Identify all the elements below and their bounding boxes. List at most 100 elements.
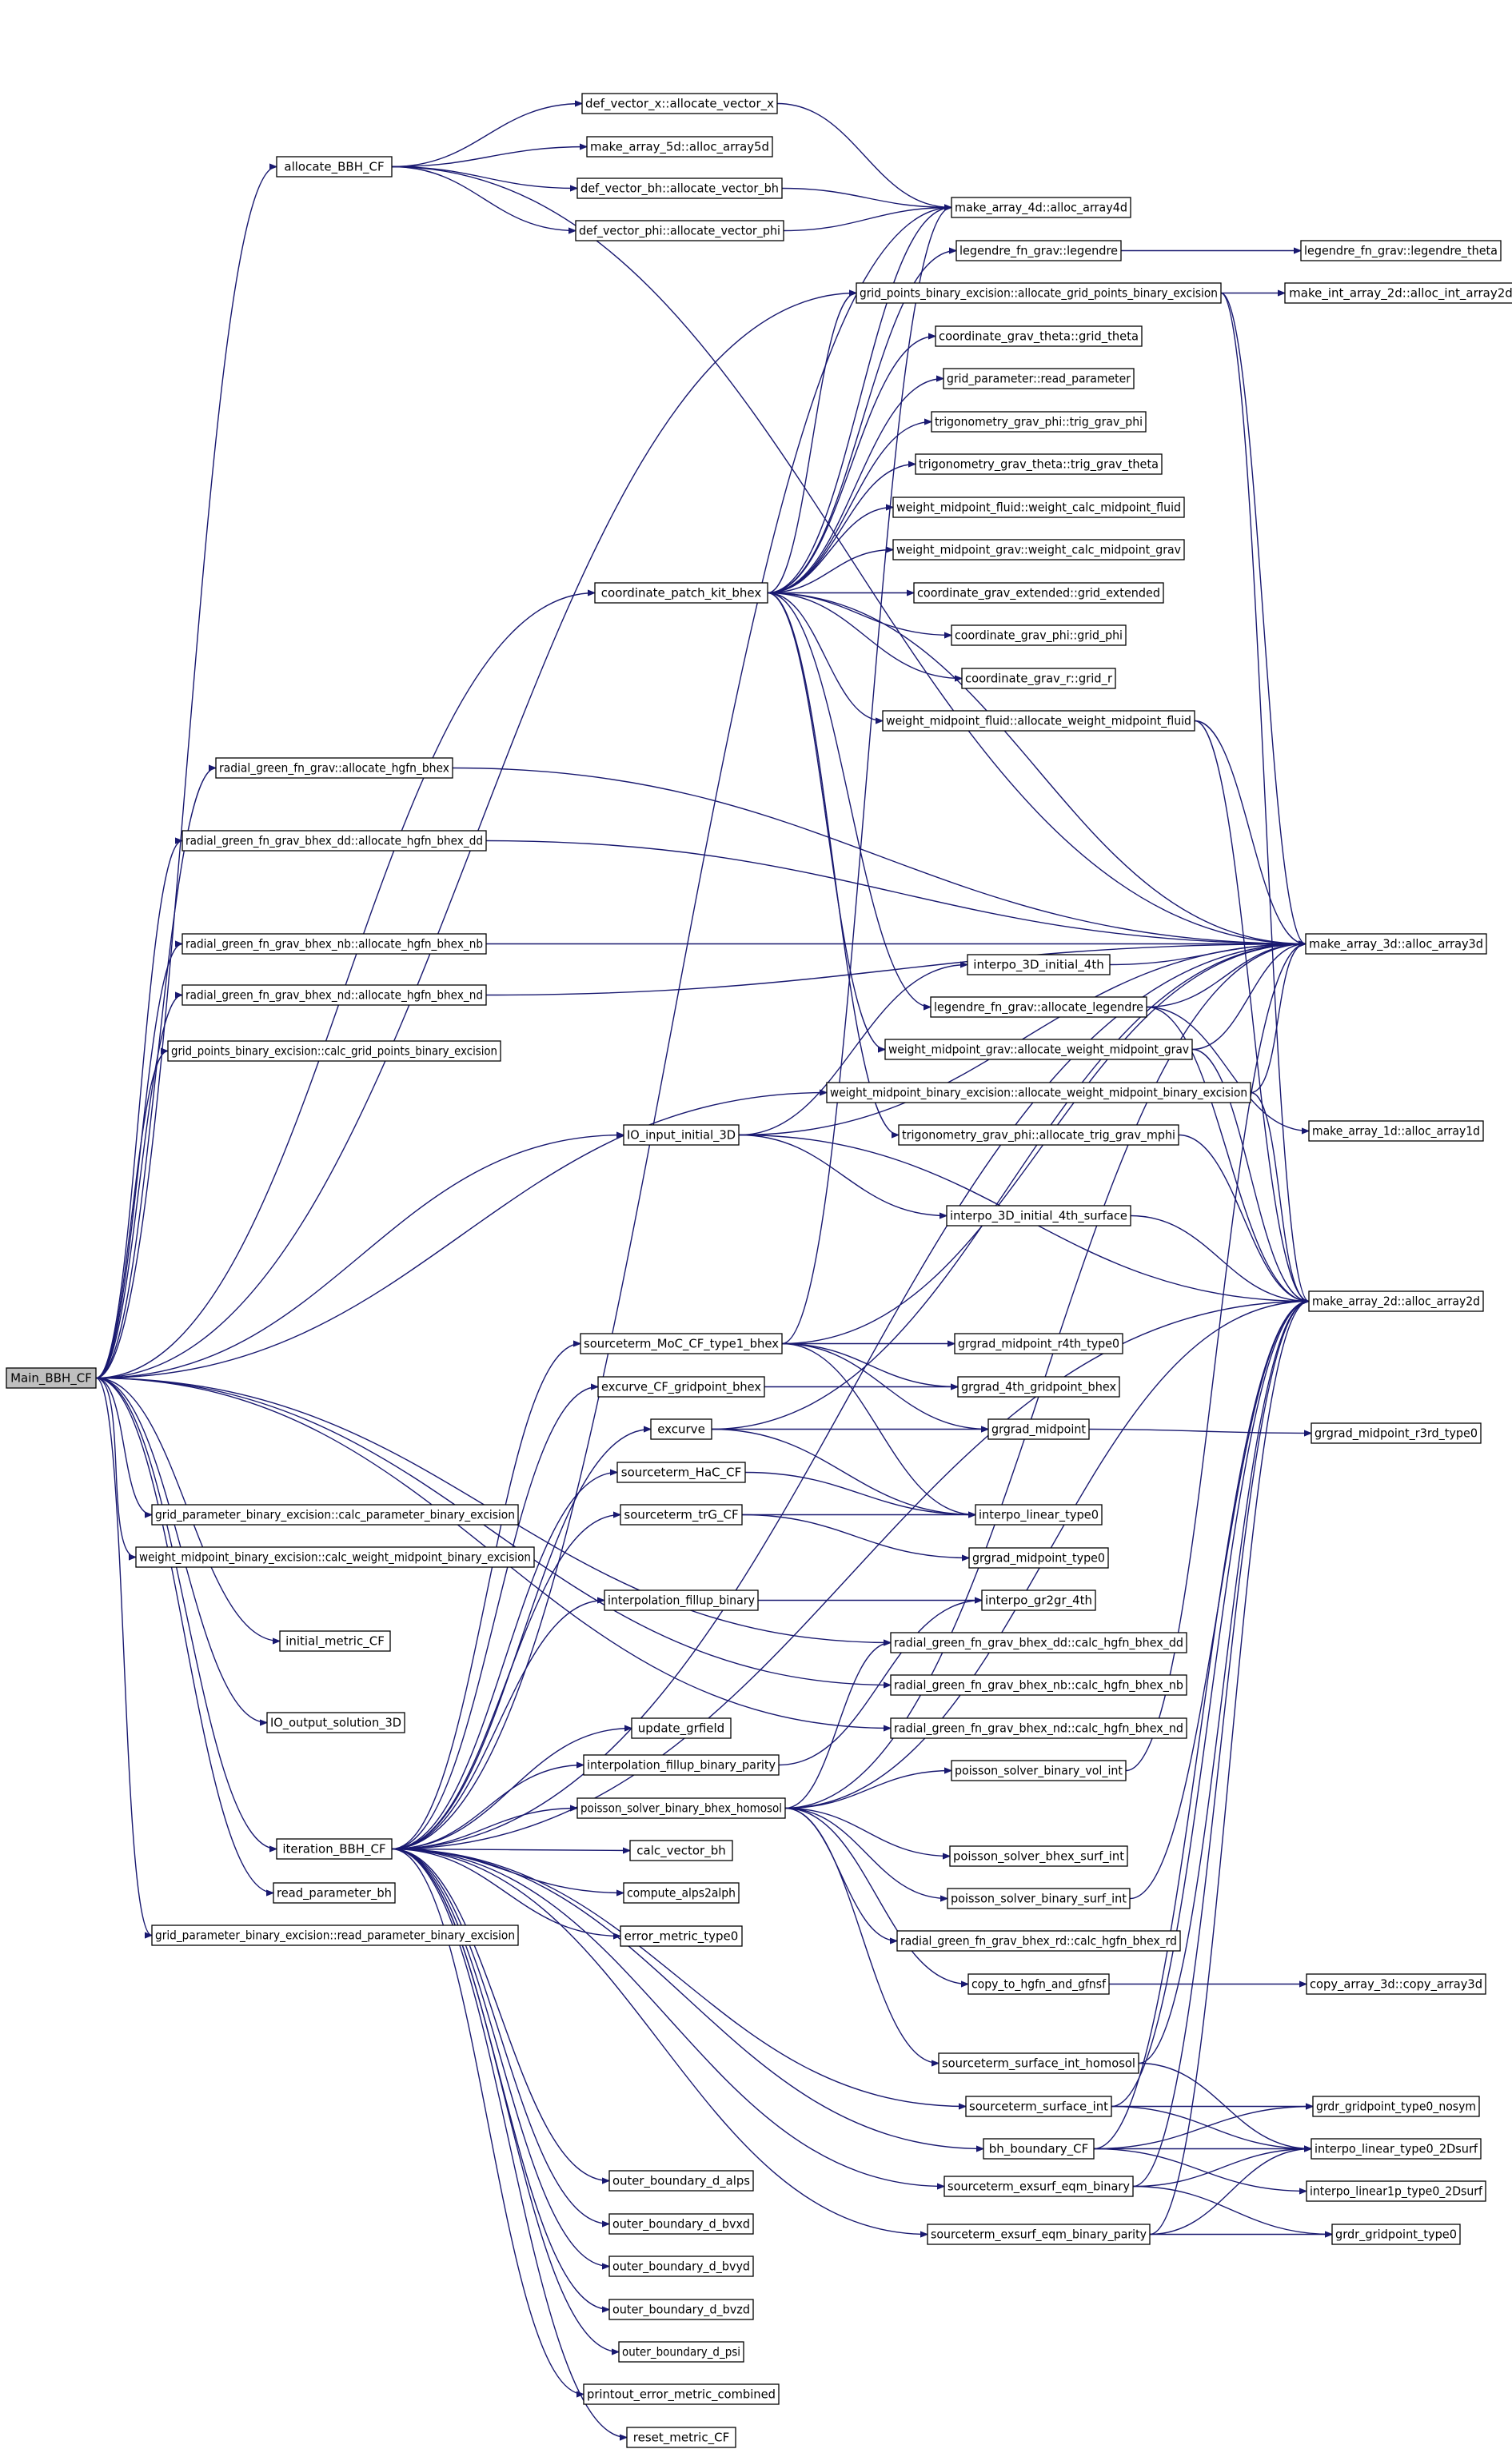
node-st-exsurf-parity[interactable]: sourceterm_exsurf_eqm_binary_parity	[927, 2224, 1151, 2245]
node-sourceterm-hac[interactable]: sourceterm_HaC_CF	[616, 1462, 746, 1483]
node-sourceterm-moc[interactable]: sourceterm_MoC_CF_type1_bhex	[580, 1333, 783, 1354]
node-st-exsurf-binary[interactable]: sourceterm_exsurf_eqm_binary	[944, 2176, 1134, 2197]
node-initial-metric-cf[interactable]: initial_metric_CF	[279, 1630, 391, 1652]
node-box	[167, 1040, 501, 1062]
node-interpo-linear-type0[interactable]: interpo_linear_type0	[975, 1504, 1103, 1526]
node-outer-bvzd[interactable]: outer_boundary_d_bvzd	[608, 2299, 754, 2320]
node-excurve[interactable]: excurve	[650, 1418, 712, 1440]
node-coordinate-patch-kit-bhex[interactable]: coordinate_patch_kit_bhex	[594, 582, 768, 604]
node-printout-error[interactable]: printout_error_metric_combined	[583, 2383, 780, 2405]
node-grdr-type0[interactable]: grdr_gridpoint_type0	[1331, 2224, 1461, 2245]
node-calc-hgfn-dd[interactable]: radial_green_fn_grav_bhex_dd::calc_hgfn_…	[890, 1632, 1187, 1653]
edge-allocate-bbh-cf-to-def-vector-phi	[391, 166, 576, 231]
node-make-array-4d[interactable]: make_array_4d::alloc_array4d	[951, 197, 1131, 218]
node-excurve-cf-gp[interactable]: excurve_CF_gridpoint_bhex	[597, 1376, 765, 1398]
node-st-surface-int[interactable]: sourceterm_surface_int	[965, 2096, 1112, 2117]
node-read-param-binary[interactable]: grid_parameter_binary_excision::read_par…	[151, 1925, 519, 1946]
node-trig-grav-theta[interactable]: trigonometry_grav_theta::trig_grav_theta	[915, 453, 1163, 475]
node-update-grfield[interactable]: update_grfield	[631, 1717, 732, 1739]
node-outer-bvxd[interactable]: outer_boundary_d_bvxd	[608, 2213, 754, 2235]
node-legendre-theta[interactable]: legendre_fn_grav::legendre_theta	[1300, 240, 1502, 261]
node-grgrad-4th-gp[interactable]: grgrad_4th_gridpoint_bhex	[957, 1376, 1120, 1398]
node-poisson-binary-surf-int[interactable]: poisson_solver_binary_surf_int	[947, 1888, 1131, 1909]
node-allocate-bbh-cf[interactable]: allocate_BBH_CF	[276, 156, 393, 177]
node-outer-bvyd[interactable]: outer_boundary_d_bvyd	[608, 2256, 754, 2277]
edge-coordinate-patch-kit-bhex-to-gp-alloc	[767, 293, 857, 594]
node-io-input-initial-3d[interactable]: IO_input_initial_3D	[623, 1124, 740, 1146]
node-wcm-grav[interactable]: weight_midpoint_grav::weight_calc_midpoi…	[892, 539, 1185, 560]
node-io-output-solution-3d[interactable]: IO_output_solution_3D	[266, 1712, 405, 1733]
node-hgfn-bhex-nd[interactable]: radial_green_fn_grav_bhex_nd::allocate_h…	[182, 984, 487, 1006]
node-read-parameter-bh[interactable]: read_parameter_bh	[273, 1882, 396, 1904]
node-interpo-3d-initial-4th-surface[interactable]: interpo_3D_initial_4th_surface	[946, 1205, 1131, 1226]
node-def-vector-phi[interactable]: def_vector_phi::allocate_vector_phi	[575, 220, 784, 241]
node-box	[583, 1754, 780, 1776]
node-interpo-linear-2dsurf[interactable]: interpo_linear_type0_2Dsurf	[1311, 2138, 1482, 2160]
node-interpolation-fillup-binary[interactable]: interpolation_fillup_binary	[604, 1589, 759, 1611]
node-calc-param[interactable]: grid_parameter_binary_excision::calc_par…	[151, 1504, 519, 1526]
node-box	[890, 1632, 1187, 1653]
node-grgrad-midpoint-r3rd[interactable]: grgrad_midpoint_r3rd_type0	[1311, 1422, 1482, 1444]
node-calc-gp[interactable]: grid_points_binary_excision::calc_grid_p…	[167, 1040, 501, 1062]
node-make-array-2d[interactable]: make_array_2d::alloc_array2d	[1308, 1290, 1484, 1312]
node-calc-wm-binary[interactable]: weight_midpoint_binary_excision::calc_we…	[135, 1546, 535, 1568]
node-poisson-bhex-surf-int[interactable]: poisson_solver_bhex_surf_int	[949, 1845, 1128, 1867]
node-trig-grav-phi[interactable]: trigonometry_grav_phi::trig_grav_phi	[931, 411, 1147, 433]
node-grgrad-midpoint[interactable]: grgrad_midpoint	[987, 1418, 1090, 1440]
node-make-array-3d[interactable]: make_array_3d::alloc_array3d	[1305, 933, 1487, 955]
node-make-array-1d[interactable]: make_array_1d::alloc_array1d	[1308, 1120, 1484, 1142]
node-main-bbh-cf[interactable]: Main_BBH_CF	[6, 1367, 97, 1389]
node-calc-vector-bh[interactable]: calc_vector_bh	[629, 1840, 733, 1861]
node-make-array-5d[interactable]: make_array_5d::alloc_array5d	[586, 136, 773, 158]
node-interpo-gr2gr-4th[interactable]: interpo_gr2gr_4th	[981, 1589, 1096, 1611]
node-awm-binary[interactable]: weight_midpoint_binary_excision::allocat…	[826, 1082, 1251, 1103]
node-reset-metric-cf[interactable]: reset_metric_CF	[626, 2427, 736, 2448]
node-grgrad-midpoint-r4th[interactable]: grgrad_midpoint_r4th_type0	[954, 1333, 1123, 1354]
node-calc-hgfn-nb[interactable]: radial_green_fn_grav_bhex_nb::calc_hgfn_…	[890, 1674, 1187, 1696]
node-read-parameter[interactable]: grid_parameter::read_parameter	[943, 368, 1135, 389]
node-grdr-type0-nosym[interactable]: grdr_gridpoint_type0_nosym	[1312, 2096, 1480, 2117]
node-bh-boundary-cf[interactable]: bh_boundary_CF	[983, 2138, 1095, 2160]
node-allocate-trig-grav-mphi[interactable]: trigonometry_grav_phi::allocate_trig_gra…	[898, 1124, 1179, 1146]
node-st-surface-int-homosol[interactable]: sourceterm_surface_int_homosol	[938, 2052, 1139, 2074]
node-def-vector-bh[interactable]: def_vector_bh::allocate_vector_bh	[576, 177, 783, 199]
node-awm-fluid[interactable]: weight_midpoint_fluid::allocate_weight_m…	[882, 710, 1195, 732]
node-hgfn-bhex[interactable]: radial_green_fn_grav::allocate_hgfn_bhex	[215, 757, 453, 779]
node-fillup-parity[interactable]: interpolation_fillup_binary_parity	[583, 1754, 780, 1776]
node-grid-extended[interactable]: coordinate_grav_extended::grid_extended	[913, 582, 1164, 604]
node-label: def_vector_x::allocate_vector_x	[585, 97, 774, 112]
node-copy-array-3d[interactable]: copy_array_3d::copy_array3d	[1306, 1973, 1486, 1995]
node-error-metric-type0[interactable]: error_metric_type0	[620, 1925, 743, 1947]
node-label: IO_output_solution_3D	[270, 1716, 401, 1731]
node-copy-to-hgfn[interactable]: copy_to_hgfn_and_gfnsf	[967, 1973, 1110, 1995]
node-outer-psi[interactable]: outer_boundary_d_psi	[618, 2341, 744, 2363]
node-legendre-fn-grav-legendre[interactable]: legendre_fn_grav::legendre	[955, 240, 1122, 261]
node-grgrad-midpoint-type0[interactable]: grgrad_midpoint_type0	[968, 1547, 1109, 1569]
node-make-int-array-2d[interactable]: make_int_array_2d::alloc_int_array2d	[1284, 282, 1512, 304]
node-grid-theta[interactable]: coordinate_grav_theta::grid_theta	[935, 325, 1143, 347]
node-calc-hgfn-rd[interactable]: radial_green_fn_grav_bhex_rd::calc_hgfn_…	[896, 1930, 1181, 1952]
node-interpo-linear1p-2dsurf[interactable]: interpo_linear1p_type0_2Dsurf	[1306, 2180, 1486, 2202]
node-poisson-vol-int[interactable]: poisson_solver_binary_vol_int	[951, 1760, 1127, 1781]
node-grid-r[interactable]: coordinate_grav_r::grid_r	[961, 668, 1116, 689]
node-grid-phi[interactable]: coordinate_grav_phi::grid_phi	[951, 624, 1127, 646]
edge-allocate-legendre-to-make-array-2d	[1146, 1006, 1309, 1302]
node-gp-alloc[interactable]: grid_points_binary_excision::allocate_gr…	[856, 282, 1222, 304]
node-hgfn-bhex-nb[interactable]: radial_green_fn_grav_bhex_nb::allocate_h…	[182, 933, 487, 955]
node-awm-grav[interactable]: weight_midpoint_grav::allocate_weight_mi…	[884, 1039, 1193, 1060]
node-wcm-fluid[interactable]: weight_midpoint_fluid::weight_calc_midpo…	[892, 497, 1185, 518]
edge-poisson-homosol-to-calc-hgfn-rd	[784, 1807, 897, 1941]
node-calc-hgfn-nd[interactable]: radial_green_fn_grav_bhex_nd::calc_hgfn_…	[890, 1717, 1187, 1739]
node-poisson-homosol[interactable]: poisson_solver_binary_bhex_homosol	[576, 1797, 786, 1819]
node-def-vector-x[interactable]: def_vector_x::allocate_vector_x	[581, 93, 778, 114]
node-sourceterm-trg[interactable]: sourceterm_trG_CF	[620, 1504, 743, 1526]
node-compute-alps2alph[interactable]: compute_alps2alph	[623, 1882, 740, 1904]
node-hgfn-bhex-dd[interactable]: radial_green_fn_grav_bhex_dd::allocate_h…	[182, 830, 487, 852]
node-box	[608, 2213, 754, 2235]
node-outer-alps[interactable]: outer_boundary_d_alps	[608, 2170, 754, 2192]
node-iteration-bbh-cf[interactable]: iteration_BBH_CF	[276, 1838, 393, 1860]
node-interpo-3d-initial-4th[interactable]: interpo_3D_initial_4th	[967, 954, 1111, 975]
node-allocate-legendre[interactable]: legendre_fn_grav::allocate_legendre	[930, 996, 1147, 1018]
node-label: radial_green_fn_grav_bhex_dd::allocate_h…	[186, 834, 483, 849]
